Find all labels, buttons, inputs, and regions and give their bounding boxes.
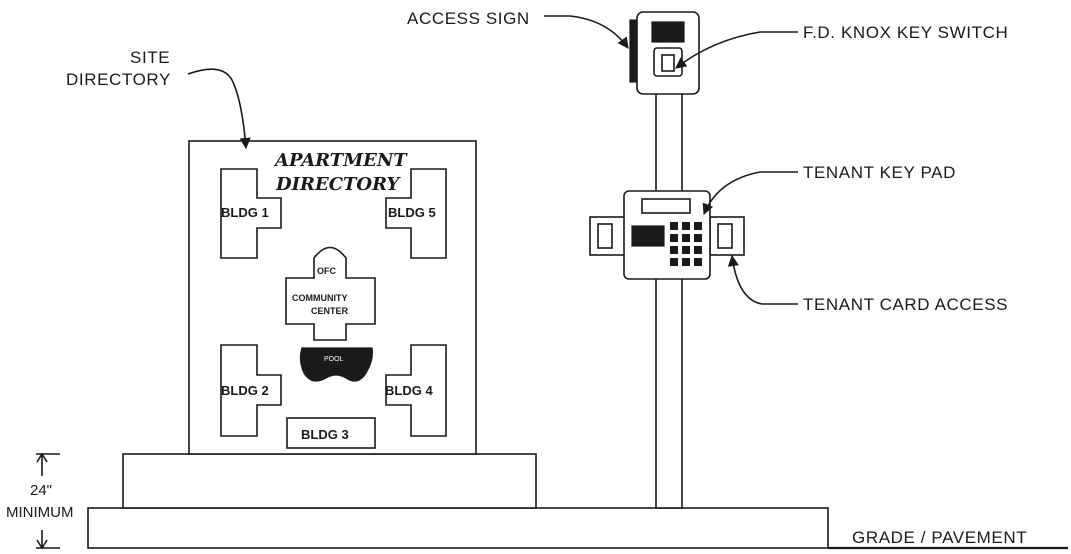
- bldg1-label: BLDG 1: [221, 205, 269, 220]
- access-sign-panel: [629, 19, 637, 83]
- dimension-24-minimum: 24" MINIMUM: [6, 452, 74, 550]
- bldg1-shape: [220, 168, 282, 259]
- bldg2-label: BLDG 2: [221, 383, 269, 398]
- access-sign-label: ACCESS SIGN: [407, 9, 530, 28]
- tenant-keypad-unit: [589, 190, 745, 280]
- access-sign-leader: [544, 15, 629, 49]
- grade-slab: [87, 507, 829, 549]
- bldg4-shape: [385, 344, 447, 437]
- keypad-display: [641, 198, 691, 214]
- community-center-shape: [285, 246, 376, 341]
- card-reader-left: [589, 216, 627, 256]
- tenant-card-access-leader: [727, 254, 798, 305]
- keypad-card-slot: [631, 225, 665, 247]
- bldg2-shape: [220, 344, 282, 437]
- keypad-keys: [670, 222, 702, 266]
- directory-title-line2: DIRECTORY: [275, 174, 402, 195]
- bldg4-label: BLDG 4: [385, 383, 433, 398]
- ofc-label: OFC: [317, 266, 336, 276]
- community-label-line1: COMMUNITY: [292, 293, 348, 303]
- grade-pavement-label: GRADE / PAVEMENT: [852, 528, 1027, 547]
- knox-key-switch-leader: [675, 31, 798, 69]
- access-post: [655, 89, 683, 509]
- card-reader-right-slot: [717, 223, 733, 249]
- dimension-text: MINIMUM: [6, 504, 74, 521]
- dimension-value: 24": [30, 482, 52, 499]
- site-directory-label-line1: SITE: [130, 48, 170, 67]
- site-directory-label-line2: DIRECTORY: [66, 70, 171, 89]
- bldg5-label: BLDG 5: [388, 205, 436, 220]
- directory-title-line1: APARTMENT: [273, 150, 408, 171]
- knox-box-top: [651, 21, 685, 43]
- knox-key-slot: [661, 54, 675, 72]
- knox-key-switch: [653, 47, 683, 77]
- card-reader-right: [709, 216, 745, 256]
- tenant-key-pad-label: TENANT KEY PAD: [803, 163, 956, 182]
- site-directory-leader: [187, 68, 251, 150]
- bldg3-label: BLDG 3: [301, 427, 349, 442]
- bldg5-shape: [385, 168, 447, 259]
- pool-label: POOL: [324, 356, 344, 363]
- tenant-key-pad-leader: [702, 171, 798, 216]
- bldg3-shape: [286, 417, 376, 449]
- directory-base: [122, 453, 537, 509]
- tenant-card-access-label: TENANT CARD ACCESS: [803, 295, 1008, 314]
- pool-shape: [299, 347, 373, 382]
- knox-key-switch-label: F.D. KNOX KEY SWITCH: [803, 23, 1008, 42]
- community-label-line2: CENTER: [311, 306, 349, 316]
- card-reader-left-slot: [597, 223, 613, 249]
